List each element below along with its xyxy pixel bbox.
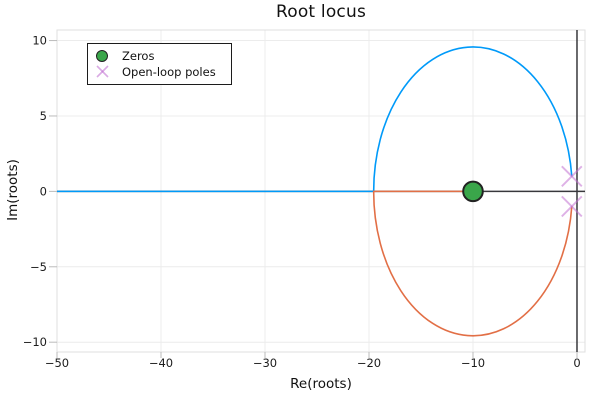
poles-x-icon (88, 65, 116, 78)
chart-title: Root locus (275, 2, 367, 22)
x-tick-labels: −50 −40 −30 −20 −10 0 (45, 356, 581, 370)
y-tick-label: 5 (40, 109, 47, 123)
x-tick-label: −20 (357, 356, 381, 370)
y-tick-labels: −10 −5 0 5 10 (23, 34, 47, 350)
x-tick-label: −50 (45, 356, 69, 370)
x-tick-label: −10 (461, 356, 485, 370)
pole-markers (561, 165, 583, 218)
pole-marker (561, 165, 583, 187)
pole-marker (561, 195, 583, 218)
legend-item-poles: Open-loop poles (88, 64, 225, 79)
y-tick-label: −5 (30, 260, 47, 274)
y-tick-label: 10 (32, 34, 47, 48)
zero-markers (462, 180, 484, 203)
zeros-circle-icon (88, 49, 116, 62)
x-tick-label: 0 (573, 356, 580, 370)
y-tick-label: −10 (23, 335, 47, 349)
legend-label-poles: Open-loop poles (122, 64, 216, 79)
y-axis-label: Im(roots) (5, 159, 21, 221)
x-tick-label: −40 (149, 356, 173, 370)
axis-ticks (49, 40, 578, 358)
locus-branch-2 (372, 190, 573, 337)
legend-item-zeros: Zeros (88, 48, 225, 63)
locus-branch-1 (57, 46, 573, 193)
x-tick-label: −30 (253, 356, 277, 370)
legend-label-zeros: Zeros (122, 48, 155, 63)
x-axis-label: Re(roots) (290, 376, 352, 392)
legend: Zeros Open-loop poles (87, 43, 232, 85)
zero-marker (462, 180, 484, 203)
y-tick-label: 0 (40, 184, 47, 198)
